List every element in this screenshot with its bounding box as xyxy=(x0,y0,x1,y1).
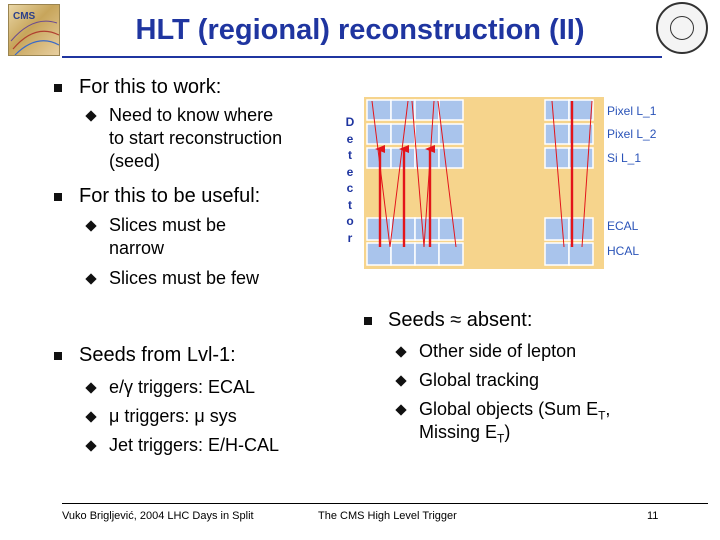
work-item-line-1: Need to know where xyxy=(109,105,274,125)
detector-letter: e xyxy=(346,164,354,179)
subscript-t: T xyxy=(598,408,606,423)
absent-item-3-missing: Missing E xyxy=(419,422,498,442)
seal-inner-ring xyxy=(670,16,694,40)
useful-item-1-line-1: Slices must be xyxy=(109,215,227,235)
slide-title: HLT (regional) reconstruction (II) xyxy=(135,14,585,46)
bullet-diamond xyxy=(85,382,97,394)
title-underline xyxy=(62,56,662,58)
si-l1-cell xyxy=(568,147,594,169)
hcal-cell xyxy=(544,242,570,266)
detector-letter: t xyxy=(348,197,352,212)
seeds-item-3: Jet triggers: E/H-CAL xyxy=(109,435,280,455)
hcal-cell xyxy=(568,242,594,266)
bullet-diamond xyxy=(85,440,97,452)
cms-logo-text: CMS xyxy=(13,11,36,22)
detector-letter: c xyxy=(346,181,354,195)
pixel-l1-cell xyxy=(390,99,416,121)
bullet-diamond xyxy=(85,273,97,285)
track-link-line xyxy=(437,100,457,248)
detector-slice-diagram xyxy=(364,97,604,269)
seeds-heading: Seeds from Lvl-1: xyxy=(79,344,236,366)
layer-label-pixel-l1: Pixel L_1 xyxy=(607,104,657,118)
footer-divider xyxy=(62,503,708,504)
bullet-diamond xyxy=(85,220,97,232)
detector-letter: o xyxy=(346,214,354,228)
si-l1-cell xyxy=(438,147,464,169)
pixel-l2-cell xyxy=(568,123,594,145)
absent-item-1: Other side of lepton xyxy=(419,341,577,361)
work-item-line-2: to start reconstruction xyxy=(109,128,283,148)
institute-seal-icon xyxy=(656,2,708,54)
absent-item-3-line-1: Global objects (Sum ET, xyxy=(419,398,611,423)
cms-logo: CMS xyxy=(8,4,60,56)
footer-author: Vuko Brigljević, 2004 LHC Days in Split xyxy=(62,510,254,522)
page-number: 11 xyxy=(647,510,659,522)
absent-item-3-text: Global objects (Sum E xyxy=(419,399,599,419)
ecal-cell xyxy=(544,217,570,241)
track-link-line xyxy=(581,100,593,248)
detector-letter: D xyxy=(345,115,355,129)
absent-item-2: Global tracking xyxy=(419,370,540,390)
pixel-l1-cell xyxy=(366,99,392,121)
bullet-square xyxy=(54,193,62,201)
bullet-square xyxy=(364,317,372,325)
absent-heading: Seeds ≈ absent: xyxy=(388,309,533,331)
absent-item-3-line-2: Missing ET) xyxy=(419,421,511,446)
useful-item-1-line-2: narrow xyxy=(109,238,165,258)
track-link-line xyxy=(423,100,435,248)
layer-label-pixel-l2: Pixel L_2 xyxy=(607,127,657,141)
bullet-square xyxy=(54,84,62,92)
pixel-l1-cell xyxy=(568,99,594,121)
hcal-cell xyxy=(438,242,464,266)
bullet-diamond xyxy=(395,346,407,358)
bullet-diamond xyxy=(85,110,97,122)
track-link-line xyxy=(389,100,409,248)
layer-label-si-l1: Si L_1 xyxy=(607,151,642,165)
work-item-line-3: (seed) xyxy=(109,151,161,171)
track-link-line xyxy=(551,100,565,248)
pixel-l2-cell xyxy=(438,123,464,145)
ecal-cell xyxy=(568,217,594,241)
useful-heading: For this to be useful: xyxy=(79,185,261,207)
detector-letter: r xyxy=(347,230,353,245)
track-link-line xyxy=(411,100,425,248)
track-link-line xyxy=(371,100,391,248)
pixel-l1-cell xyxy=(438,99,464,121)
bullet-square xyxy=(54,352,62,360)
detector-letter: t xyxy=(348,148,352,162)
pixel-l2-cell xyxy=(414,123,440,145)
layer-label-ecal: ECAL xyxy=(607,219,639,233)
bullet-diamond xyxy=(395,375,407,387)
detector-vertical-label: D e t e c t o r xyxy=(344,114,356,246)
ecal-cell xyxy=(438,217,464,241)
layer-label-hcal: HCAL xyxy=(607,244,640,258)
pixel-l1-cell xyxy=(414,99,440,121)
work-heading: For this to work: xyxy=(79,76,222,98)
absent-item-3-comma: , xyxy=(605,399,611,419)
bullet-diamond xyxy=(85,411,97,423)
seeds-item-1: e/γ triggers: ECAL xyxy=(109,377,256,397)
pixel-l2-cell xyxy=(366,123,392,145)
seeds-item-2: μ triggers: μ sys xyxy=(109,406,237,426)
detector-letter: e xyxy=(346,131,354,146)
absent-item-3-close: ) xyxy=(504,422,511,442)
footer-center: The CMS High Level Trigger xyxy=(318,510,457,522)
subscript-t: T xyxy=(497,431,505,446)
si-l1-cell xyxy=(414,147,440,169)
track-arrows xyxy=(371,100,593,248)
hcal-cell xyxy=(414,242,440,266)
cms-logo-art xyxy=(10,20,59,55)
bullet-diamond xyxy=(395,404,407,416)
pixel-l1-cell xyxy=(544,99,570,121)
ecal-cell xyxy=(414,217,440,241)
useful-item-2: Slices must be few xyxy=(109,268,260,288)
pixel-l2-cell xyxy=(544,123,570,145)
